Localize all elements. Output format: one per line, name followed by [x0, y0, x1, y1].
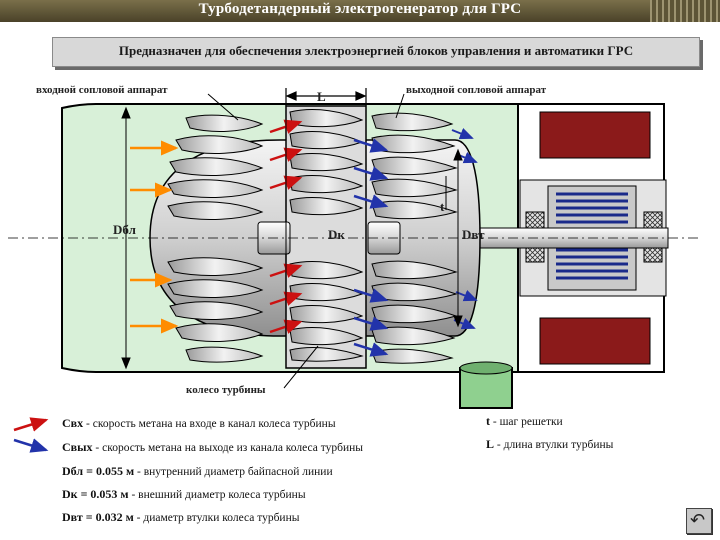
- legend-c-in: Cвх - скорость метана на входе в канал к…: [62, 416, 336, 431]
- bearing-3: [643, 211, 663, 229]
- return-arrow-icon: ↶: [690, 510, 706, 531]
- dvt-value: Dвт = 0.032 м: [62, 510, 134, 524]
- dbl-text: - внутренний диаметр байпасной линии: [137, 466, 333, 478]
- wheel-label: колесо турбины: [186, 384, 266, 396]
- turbine-wheel-blades: [289, 109, 364, 362]
- Dvt-label: Dвт: [462, 227, 485, 242]
- dbl-value: Dбл = 0.055 м: [62, 464, 135, 478]
- t-label: t: [440, 199, 445, 214]
- stator-core-top: [539, 111, 651, 159]
- outlet-label-leader: [395, 93, 405, 119]
- legend-L: L - длина втулки турбины: [486, 437, 613, 452]
- legend-c-out: Cвых - скорость метана на выходе из кана…: [62, 440, 363, 455]
- legend-blue-arrow: [13, 438, 49, 453]
- return-nav-button[interactable]: ↶: [686, 508, 712, 534]
- outlet-nozzle-label: выходной сопловой аппарат: [406, 84, 547, 96]
- dvt-text: - диаметр втулки колеса турбины: [136, 512, 300, 524]
- t-text: - шаг решетки: [492, 416, 563, 428]
- inlet-nozzle-label: входной сопловой аппарат: [36, 84, 168, 96]
- inlet-nozzle-blades: [167, 114, 264, 363]
- dimension-L: [285, 88, 367, 106]
- c-in-arrows: [269, 119, 303, 334]
- t-symbol: t: [486, 414, 490, 428]
- title-decoration: [650, 0, 720, 22]
- c-out-arrows: [353, 138, 389, 357]
- legend-dk: Dк = 0.053 м - внешний диаметр колеса ту…: [62, 487, 306, 502]
- legend-dvt: Dвт = 0.032 м - диаметр втулки колеса ту…: [62, 510, 299, 525]
- Dbl-label: Dбл: [113, 222, 136, 237]
- legend-red-arrow: [13, 417, 49, 432]
- L-label: L: [317, 89, 326, 104]
- c-in-symbol: Cвх: [62, 416, 84, 430]
- dimension-Dbl: [121, 106, 131, 370]
- c-out-symbol: Cвых: [62, 440, 93, 454]
- c-out-text: - скорость метана на выходе из канала ко…: [95, 442, 364, 454]
- legend-dbl: Dбл = 0.055 м - внутренний диаметр байпа…: [62, 464, 333, 479]
- bearing-1: [525, 211, 545, 229]
- page-title: Турбодетандерный электрогенератор для ГР…: [198, 1, 522, 17]
- c-in-text: - скорость метана на входе в канал колес…: [86, 418, 336, 430]
- L-symbol: L: [486, 437, 495, 451]
- dk-value: Dк = 0.053 м: [62, 487, 129, 501]
- title-bar: Турбодетандерный электрогенератор для ГР…: [0, 0, 720, 22]
- subtitle-box: Предназначен для обеспечения электроэнер…: [52, 37, 700, 67]
- dk-text: - внешний диаметр колеса турбины: [131, 489, 306, 501]
- outlet-pipe: [459, 367, 513, 409]
- stator-core-bottom: [539, 317, 651, 365]
- L-text: - длина втулки турбины: [496, 439, 614, 451]
- inlet-flow-arrows: [130, 140, 179, 334]
- inlet-label-leader: [207, 93, 239, 121]
- legend-t: t - шаг решетки: [486, 414, 563, 429]
- coil-winding: [556, 192, 628, 280]
- subtitle: Предназначен для обеспечения электроэнер…: [118, 43, 634, 58]
- dimension-Dvt: [453, 148, 463, 328]
- outlet-nozzle-blades: [371, 112, 458, 364]
- Dk-label: Dк: [328, 227, 345, 242]
- wheel-label-leader: [283, 345, 319, 389]
